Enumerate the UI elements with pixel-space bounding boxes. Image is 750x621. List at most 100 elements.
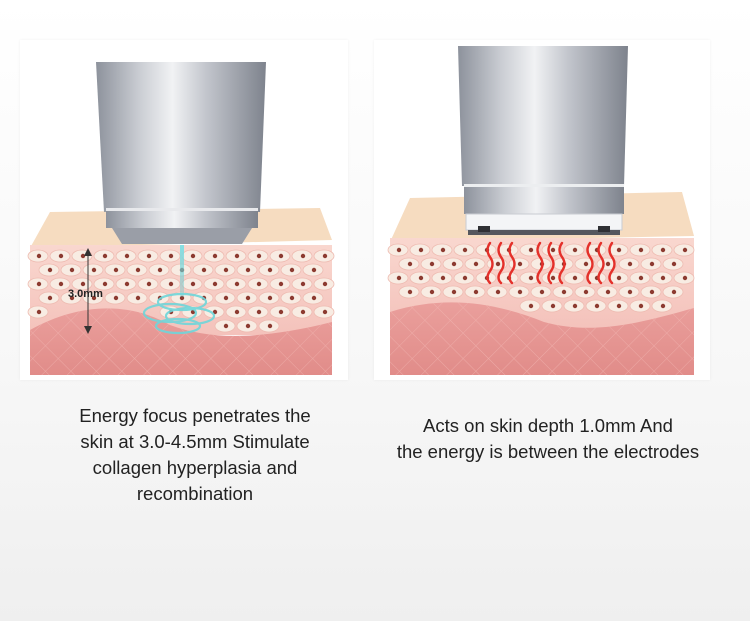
cell-nucleus — [517, 289, 523, 295]
cell-nucleus — [212, 253, 218, 259]
cell-nucleus — [583, 261, 589, 267]
cell-nucleus — [451, 261, 457, 267]
cell-nucleus — [322, 253, 328, 259]
cell-nucleus — [256, 281, 262, 287]
cell-nucleus — [322, 309, 328, 315]
focus-point-rings — [142, 292, 216, 335]
cell-nucleus — [682, 275, 688, 281]
heat-wave-icons — [486, 241, 616, 285]
cell-nucleus — [638, 303, 644, 309]
cell-nucleus — [429, 289, 435, 295]
cell-nucleus — [36, 253, 42, 259]
cell-nucleus — [429, 261, 435, 267]
cell-nucleus — [583, 289, 589, 295]
cell-nucleus — [528, 247, 534, 253]
cell-nucleus — [124, 281, 130, 287]
cell-nucleus — [69, 295, 75, 301]
cell-nucleus — [418, 247, 424, 253]
caption-line: collagen hyperplasia and — [92, 457, 298, 478]
cell-nucleus — [190, 281, 196, 287]
cell-nucleus — [190, 253, 196, 259]
cell-nucleus — [36, 281, 42, 287]
hifu-illustration: 3.0mm — [27, 62, 335, 375]
cell-nucleus — [135, 295, 141, 301]
hifu-caption: Energy focus penetrates the skin at 3.0-… — [30, 403, 360, 507]
cell-nucleus — [168, 281, 174, 287]
cell-nucleus — [102, 253, 108, 259]
rf-electrode-probe-icon — [458, 46, 628, 235]
cell-nucleus — [146, 253, 152, 259]
hifu-diagram-panel: 3.0mm — [20, 40, 348, 380]
cell-nucleus — [146, 281, 152, 287]
cell-nucleus — [234, 281, 240, 287]
cell-nucleus — [440, 275, 446, 281]
cell-nucleus — [267, 323, 273, 329]
cell-nucleus — [462, 275, 468, 281]
cell-nucleus — [69, 267, 75, 273]
cell-nucleus — [407, 261, 413, 267]
cell-nucleus — [671, 261, 677, 267]
cell-nucleus — [462, 247, 468, 253]
cell-nucleus — [300, 253, 306, 259]
cell-nucleus — [539, 289, 545, 295]
cell-nucleus — [322, 281, 328, 287]
cell-nucleus — [36, 309, 42, 315]
cell-nucleus — [418, 275, 424, 281]
cell-nucleus — [311, 295, 317, 301]
depth-indicator — [84, 248, 92, 334]
cell-nucleus — [278, 309, 284, 315]
cell-nucleus — [440, 247, 446, 253]
cell-nucleus — [267, 267, 273, 273]
cell-nucleus — [58, 281, 64, 287]
rf-diagram-panel — [374, 40, 710, 380]
cell-nucleus — [627, 289, 633, 295]
caption-line: Acts on skin depth 1.0mm And — [423, 415, 673, 436]
cell-nucleus — [234, 253, 240, 259]
focus-beam — [180, 245, 184, 297]
cell-nucleus — [616, 275, 622, 281]
cell-nucleus — [91, 267, 97, 273]
rf-illustration — [387, 46, 695, 375]
cell-nucleus — [550, 275, 556, 281]
cell-nucleus — [473, 261, 479, 267]
cell-nucleus — [300, 281, 306, 287]
ultrasound-probe-icon — [96, 62, 266, 244]
cell-nucleus — [102, 281, 108, 287]
cell-nucleus — [550, 303, 556, 309]
cell-nucleus — [157, 267, 163, 273]
cell-nucleus — [267, 295, 273, 301]
cell-nucleus — [473, 289, 479, 295]
cell-nucleus — [605, 289, 611, 295]
cell-nucleus — [627, 261, 633, 267]
cell-nucleus — [396, 275, 402, 281]
cell-nucleus — [572, 247, 578, 253]
caption-line: the energy is between the electrodes — [396, 441, 700, 462]
cell-nucleus — [245, 323, 251, 329]
cell-nucleus — [638, 247, 644, 253]
cell-nucleus — [289, 267, 295, 273]
cell-nucleus — [223, 323, 229, 329]
cell-nucleus — [212, 281, 218, 287]
cell-nucleus — [649, 261, 655, 267]
cell-nucleus — [113, 267, 119, 273]
cell-nucleus — [311, 267, 317, 273]
depth-label: 3.0mm — [68, 288, 103, 300]
caption-line: skin at 3.0-4.5mm Stimulate — [80, 431, 310, 452]
cell-nucleus — [289, 295, 295, 301]
cell-nucleus — [572, 275, 578, 281]
cell-nucleus — [168, 253, 174, 259]
cell-nucleus — [671, 289, 677, 295]
cell-nucleus — [256, 253, 262, 259]
cell-nucleus — [550, 247, 556, 253]
cell-nucleus — [113, 295, 119, 301]
cell-nucleus — [517, 261, 523, 267]
cell-nucleus — [223, 267, 229, 273]
caption-line: recombination — [136, 483, 254, 504]
cell-nucleus — [451, 289, 457, 295]
cell-nucleus — [660, 247, 666, 253]
cell-nucleus — [245, 267, 251, 273]
cell-nucleus — [638, 275, 644, 281]
cell-nucleus — [201, 267, 207, 273]
cell-nucleus — [256, 309, 262, 315]
cell-nucleus — [649, 289, 655, 295]
